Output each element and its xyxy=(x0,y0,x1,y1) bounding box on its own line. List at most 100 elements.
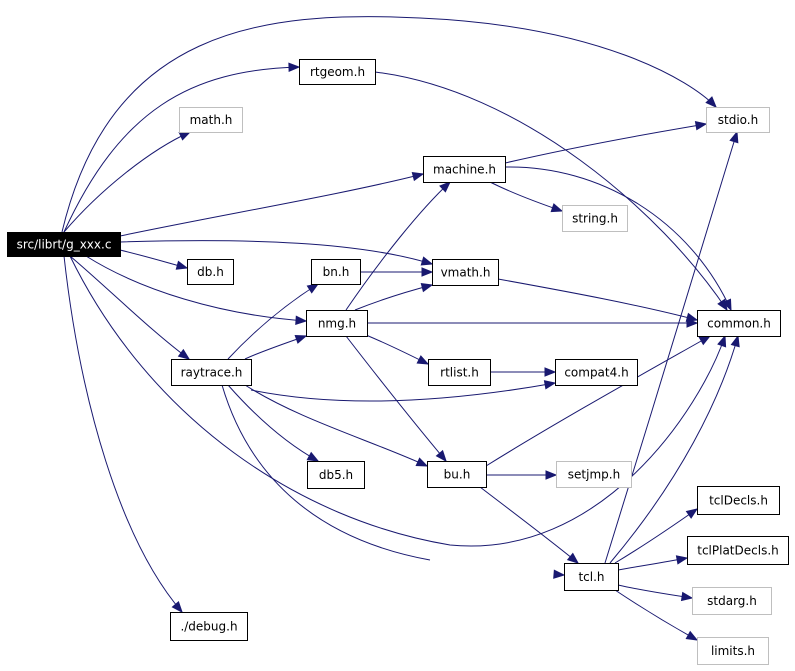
node-label: math.h xyxy=(190,113,233,127)
node-label: stdarg.h xyxy=(707,594,757,608)
node-bu[interactable]: bu.h xyxy=(427,461,487,488)
node-box xyxy=(311,259,361,285)
node-vmath[interactable]: vmath.h xyxy=(432,259,499,286)
node-tclDecls[interactable]: tclDecls.h xyxy=(697,486,780,515)
edge-arrowhead xyxy=(543,380,557,390)
node-common[interactable]: common.h xyxy=(697,310,781,337)
node-box xyxy=(556,461,632,488)
node-box xyxy=(427,461,487,488)
edge-raytrace-to-compat4 xyxy=(250,380,557,402)
node-db[interactable]: db.h xyxy=(187,259,234,285)
edge-line xyxy=(374,71,728,311)
node-compat4[interactable]: compat4.h xyxy=(555,359,638,386)
edge-root-to-math xyxy=(63,131,192,233)
edge-arrowhead xyxy=(717,334,727,348)
edge-line xyxy=(61,16,717,233)
edge-arrowhead xyxy=(729,130,739,144)
edge-arrowhead xyxy=(435,449,447,463)
node-box xyxy=(7,232,121,257)
edge-line xyxy=(119,173,424,237)
edge-arrowhead xyxy=(178,131,192,141)
edge-bu-to-common xyxy=(485,335,712,467)
edge-line xyxy=(227,384,319,462)
node-box xyxy=(697,637,769,665)
edge-arrowhead xyxy=(175,260,189,270)
edge-line xyxy=(69,255,190,360)
edge-arrowhead xyxy=(544,367,557,377)
node-bn[interactable]: bn.h xyxy=(311,259,361,285)
node-tclPlatDecls[interactable]: tclPlatDecls.h xyxy=(687,536,789,565)
edge-machine-to-string xyxy=(489,181,564,213)
edge-arrowhead xyxy=(420,256,434,266)
node-raytrace[interactable]: raytrace.h xyxy=(171,359,252,386)
edge-line xyxy=(221,384,431,561)
node-label: bn.h xyxy=(323,265,350,279)
edge-bn-to-vmath xyxy=(360,267,434,277)
node-box xyxy=(564,563,619,591)
edge-nmg-to-rtlist xyxy=(365,334,430,365)
node-label: common.h xyxy=(707,317,771,331)
edge-arrowhead xyxy=(722,298,732,312)
node-db5[interactable]: db5.h xyxy=(307,461,365,489)
edge-arrowhead xyxy=(705,96,717,108)
node-box xyxy=(428,359,491,386)
edge-arrowhead xyxy=(177,348,191,360)
node-box xyxy=(179,107,243,133)
node-label: nmg.h xyxy=(318,317,356,331)
node-root[interactable]: src/librt/g_xxx.c xyxy=(7,232,121,257)
node-box xyxy=(432,259,499,286)
edge-bu-to-tcl xyxy=(479,486,580,564)
edge-line xyxy=(69,255,726,547)
node-label: ./debug.h xyxy=(180,620,237,634)
edge-arrowhead xyxy=(439,181,451,193)
nodes-layer: src/librt/g_xxx.c rtgeom.h math.h stdio.h ma… xyxy=(7,59,789,665)
node-label: tclPlatDecls.h xyxy=(697,544,779,558)
node-label: tclDecls.h xyxy=(709,494,768,508)
edge-arrowhead xyxy=(288,62,301,73)
node-box xyxy=(306,310,368,337)
edge-arrowhead xyxy=(421,267,434,277)
node-box xyxy=(687,536,789,565)
node-box xyxy=(706,107,770,133)
node-rtlist[interactable]: rtlist.h xyxy=(428,359,491,386)
node-string: string.h xyxy=(562,205,628,232)
node-box xyxy=(555,359,638,386)
edge-line xyxy=(504,166,732,311)
edge-arrowhead xyxy=(685,508,699,519)
node-machine[interactable]: machine.h xyxy=(423,156,506,183)
edge-arrowhead xyxy=(171,600,183,614)
edge-arrowhead xyxy=(566,552,580,564)
node-box xyxy=(697,486,780,515)
node-rtgeom[interactable]: rtgeom.h xyxy=(299,59,376,85)
edge-tcl-to-tclPlatDecls xyxy=(617,555,689,571)
edge-arrowhead xyxy=(698,335,712,346)
node-tcl[interactable]: tcl.h xyxy=(564,563,619,591)
edge-line xyxy=(63,255,183,613)
edge-arrowhead xyxy=(411,171,425,182)
edge-line xyxy=(485,335,711,467)
edge-line xyxy=(504,123,707,164)
edge-bu-to-setjmp xyxy=(485,470,558,480)
edge-rtlist-to-compat4 xyxy=(490,367,557,377)
edge-line xyxy=(85,255,307,322)
edge-tcl-to-common xyxy=(609,334,740,564)
edge-line xyxy=(609,335,739,564)
edge-arrowhead xyxy=(550,203,564,213)
edge-root-to-raytrace xyxy=(69,255,191,360)
node-debug[interactable]: ./debug.h xyxy=(170,612,248,641)
node-label: src/librt/g_xxx.c xyxy=(17,238,112,252)
edge-line xyxy=(497,278,698,321)
node-label: stdio.h xyxy=(718,113,758,127)
edge-root-to-stdio xyxy=(61,16,717,233)
node-label: rtgeom.h xyxy=(310,65,365,79)
edge-vmath-to-common xyxy=(497,278,699,322)
node-label: rtlist.h xyxy=(440,366,479,380)
edge-tcl-to-tclDecls xyxy=(614,508,699,564)
edge-raytrace-to-nmg xyxy=(244,334,308,360)
edge-raytrace-to-db5 xyxy=(227,384,320,462)
edge-root-to-common xyxy=(69,255,727,547)
node-label: vmath.h xyxy=(441,266,491,280)
edge-arrowhead xyxy=(730,334,740,348)
node-nmg[interactable]: nmg.h xyxy=(306,310,368,337)
edge-nmg-to-machine xyxy=(345,181,451,311)
